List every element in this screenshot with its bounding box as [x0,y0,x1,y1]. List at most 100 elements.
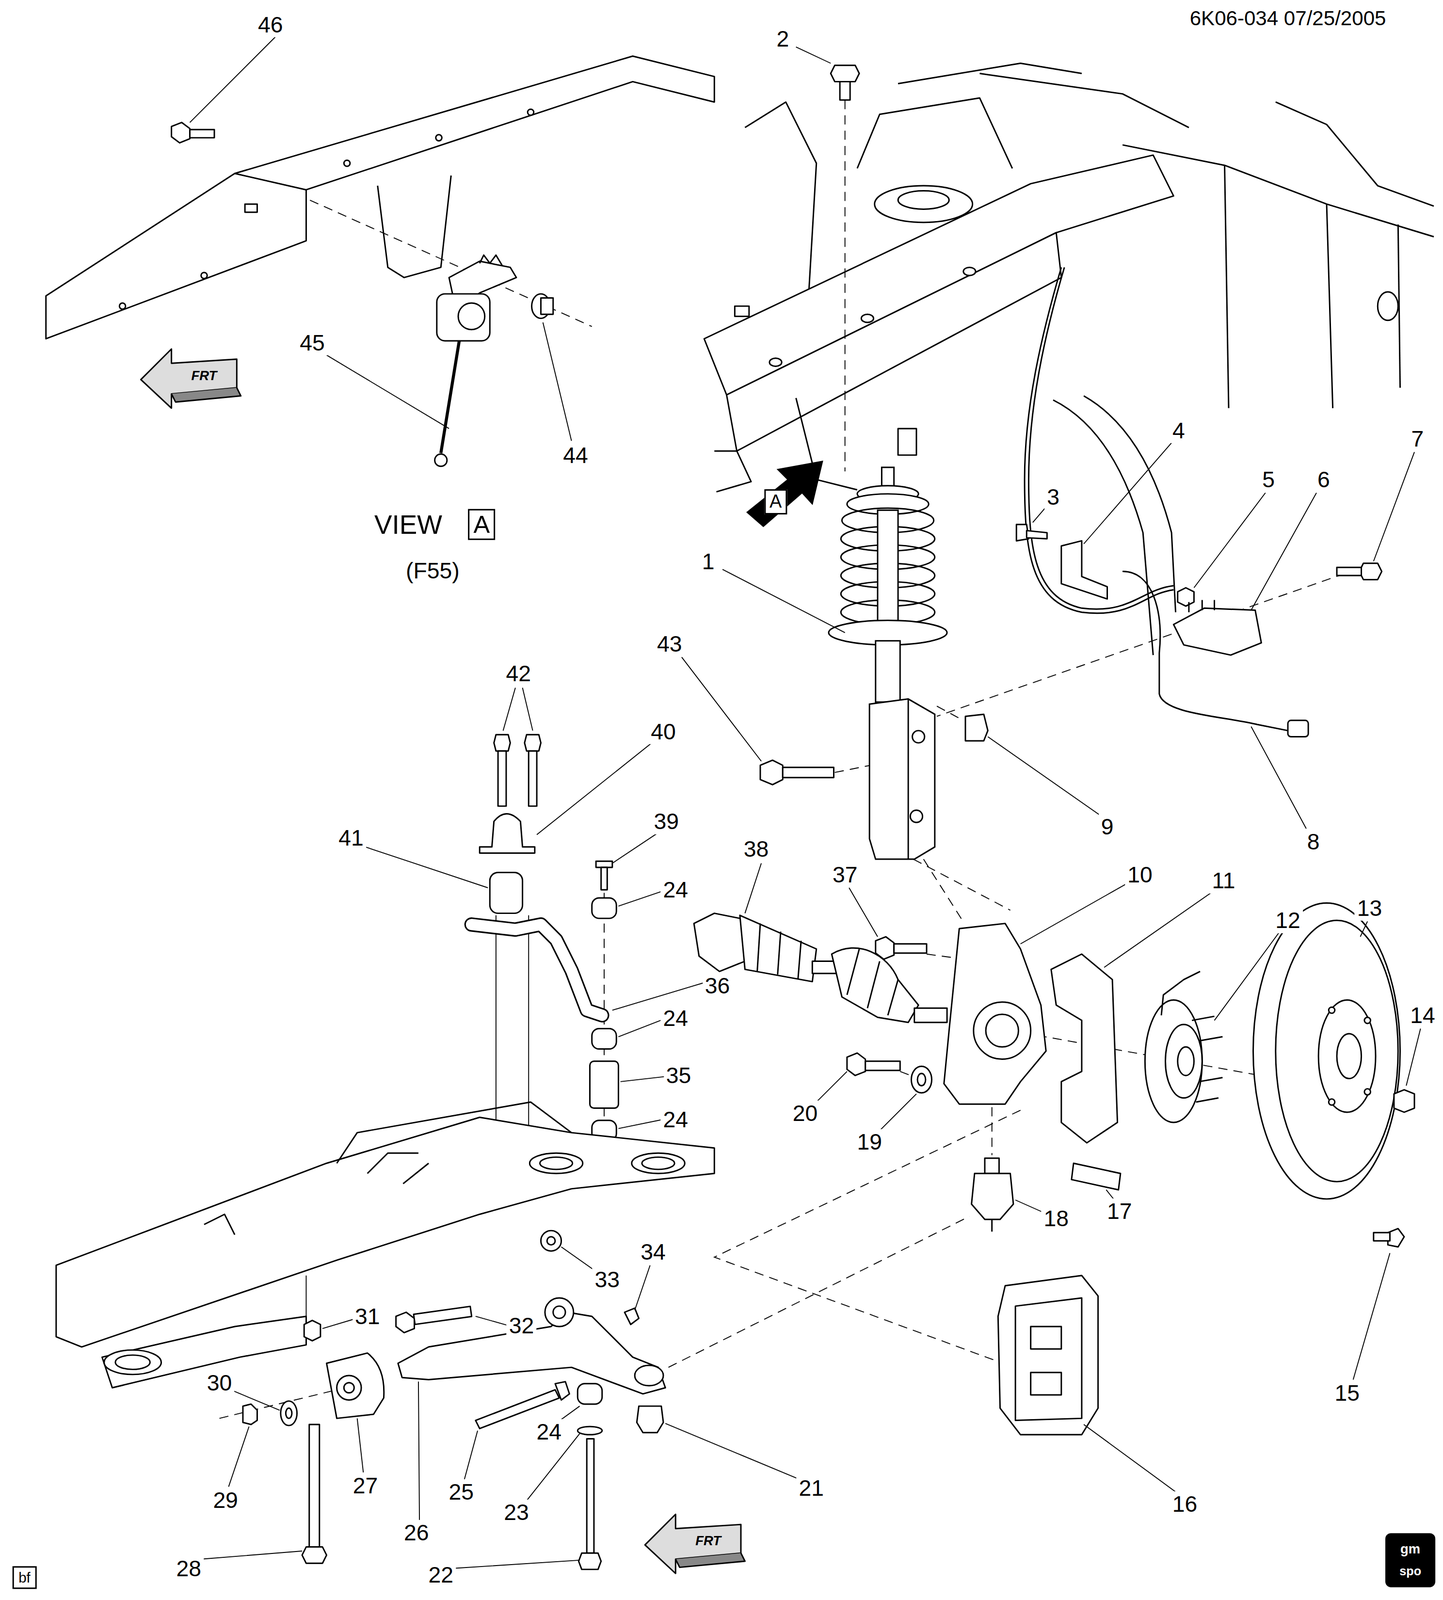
stabilizer-bar [471,924,602,1016]
drive-axle [693,913,947,1023]
knuckle-hub-brake [894,944,927,954]
callout-number: 26 [401,1520,432,1546]
leader-lines [190,36,1421,1569]
assembly-dash-lines [923,859,965,924]
knuckle-hub-brake [1015,1298,1082,1421]
drive-axle [847,948,898,1016]
callout-number: 24 [660,1106,691,1133]
body-structure [769,358,782,367]
body-structure [874,185,973,223]
assembly-dash-lines [844,99,846,472]
view-a-detail [46,56,715,339]
brackets-and-fasteners [1188,600,1215,613]
knuckle-hub-brake [985,1014,1019,1047]
view-a-detail [343,160,351,167]
lower-control-arm [624,1308,639,1325]
view-marker: A [468,509,496,541]
drive-axle [757,923,802,979]
stabilizer-parts [595,861,613,868]
view-a-detail [190,129,215,138]
knuckle-hub-brake [1191,1016,1223,1103]
body-structure [963,267,976,276]
callout-number: 11 [1209,867,1238,894]
lower-control-arm [545,1298,574,1327]
callout-number: 3 [1044,484,1062,510]
view-a-detail [436,293,490,341]
drafter-mark: bf [12,1566,37,1589]
stabilizer-parts [528,751,537,807]
lower-control-arm [413,1306,472,1325]
knuckle-hub-brake [1071,1163,1121,1190]
callout-number: 14 [1407,1002,1438,1028]
knuckle-hub-brake [997,1275,1098,1435]
knuckle-hub-brake [760,714,1415,1435]
callout-number: 38 [741,836,772,862]
body-structure [857,97,1013,169]
callout-number: 29 [210,1487,241,1513]
assembly-dash-lines [936,573,1346,717]
strut-assembly [907,699,910,860]
view-arrow [747,461,823,527]
callout-number: 13 [1354,895,1385,921]
callout-number: 41 [336,825,367,851]
lower-control-arm [242,1404,257,1425]
stabilizer-parts [592,897,617,919]
callout-number: 2 [773,26,792,52]
callout-number: 1 [699,548,718,574]
knuckle-hub-brake [1275,920,1399,1182]
view-a-detail [540,298,553,315]
knuckle-hub-brake [1364,1017,1371,1024]
body-structure [897,191,949,210]
callout-number: 32 [506,1313,537,1339]
cradle [115,1355,151,1370]
callout-number: 16 [1170,1491,1201,1517]
wire-harness [1287,720,1309,738]
body-structure [1053,400,1154,656]
callout-number: 33 [592,1266,623,1293]
strut-assembly [875,641,901,703]
assembly-dash-lines [913,859,1011,911]
callout-number: 9 [1098,814,1117,840]
leader-lines [190,36,1421,1569]
assembly-dash-lines [714,1110,1021,1363]
knuckle-hub-brake [917,1073,926,1086]
callout-number: 4 [1170,417,1188,444]
strut-assembly [910,810,923,823]
logo-text: gm [1400,1542,1421,1556]
lower-control-arm [577,1426,603,1435]
assembly-dash-lines [991,1106,993,1155]
lower-control-arm [634,1365,664,1386]
callout-number: 20 [790,1100,821,1126]
drawing-note: VIEW [371,509,445,540]
callout-number: 42 [503,660,534,687]
stabilizer-parts [479,734,619,1141]
wire-harness [1122,571,1288,731]
body-structure [1224,165,1229,409]
body-structure [1326,204,1333,409]
view-a-detail [244,204,257,213]
strut-assembly [877,510,898,623]
lower-control-arm [546,1236,556,1246]
logo-text: spo [1399,1565,1422,1578]
lower-control-arm [396,1312,415,1333]
brackets-and-fasteners [1061,540,1108,599]
callout-number: 28 [174,1555,205,1582]
view-a-detail [434,454,448,467]
callout-number: 23 [501,1499,532,1525]
knuckle-hub-brake [1030,1326,1062,1349]
lower-control-arm [280,1401,298,1427]
knuckle-hub-brake [984,1158,999,1174]
callout-number: 8 [1304,829,1323,855]
callout-number: 40 [648,719,679,745]
body-structure [704,63,1434,656]
drawing-note: (F55) [403,557,463,583]
callout-number: 30 [204,1370,235,1396]
view-a-detail [201,272,208,279]
cradle [56,1117,715,1348]
knuckle-hub-brake [1328,1007,1335,1014]
front-direction-arrows [140,349,745,1574]
callout-number: 24 [534,1419,565,1445]
callout-number: 24 [660,1005,691,1031]
view-a-detail [234,173,306,191]
